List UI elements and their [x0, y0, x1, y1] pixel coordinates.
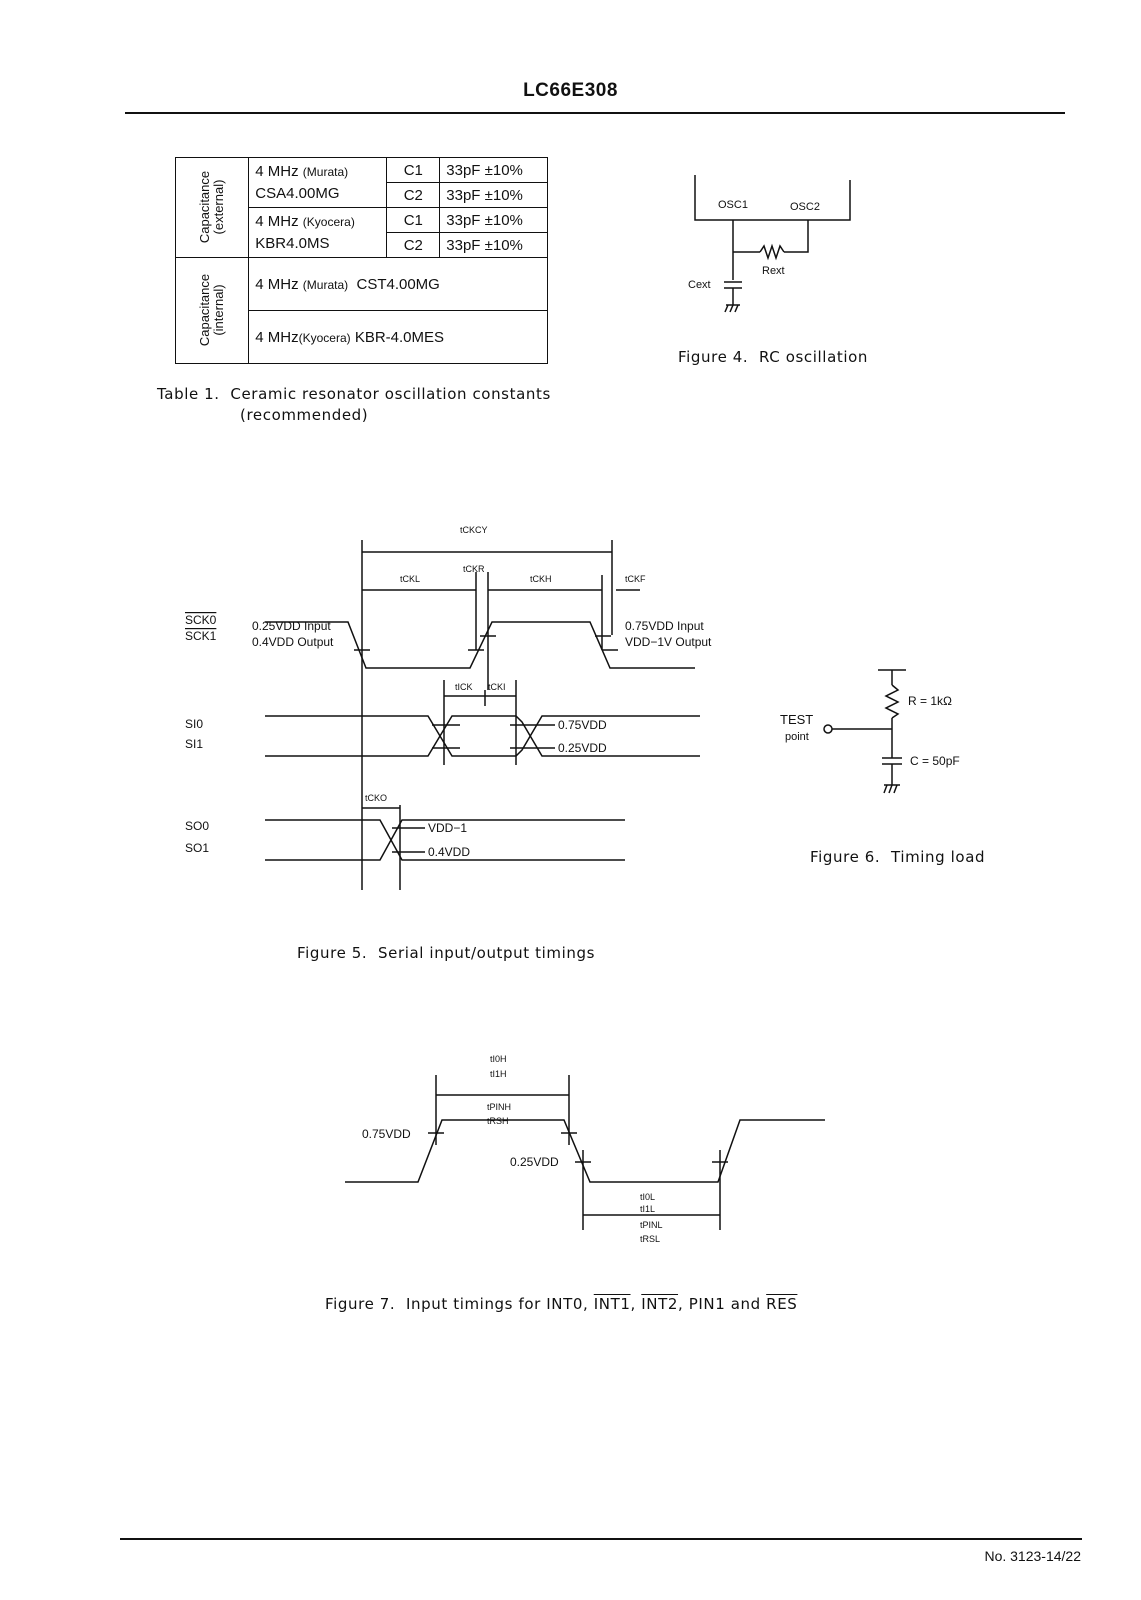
si-waveform-low — [265, 715, 700, 757]
tick-label: tICK — [455, 682, 473, 692]
sck-output-high-level: VDD−1V Output — [625, 635, 712, 649]
timing-label: tI1L — [640, 1204, 655, 1214]
sck0-label: SCK0 — [185, 613, 217, 627]
resistor-icon — [884, 684, 900, 719]
cap-name: C1 — [386, 207, 441, 233]
cap-value: 33pF ±10% — [439, 157, 549, 183]
cap-name: C1 — [386, 157, 441, 183]
cap-name: C2 — [386, 232, 441, 258]
resistor-value: R = 1kΩ — [908, 694, 952, 708]
timing-label: tPINL — [640, 1220, 663, 1230]
header-rule — [125, 112, 1065, 114]
resonator-cell: 4 MHz(Kyocera) KBR-4.0MES — [248, 310, 549, 364]
tckr-label: tCKR — [463, 564, 485, 574]
timing-label: tI0H — [490, 1054, 507, 1064]
chip-outline — [694, 175, 851, 221]
page-number: No. 3123-14/22 — [984, 1548, 1081, 1564]
tcko-label: tCKO — [365, 793, 387, 803]
timing-label: tRSL — [640, 1234, 660, 1244]
cap-value: 33pF ±10% — [439, 182, 549, 208]
timing-label: tI1H — [490, 1069, 507, 1079]
input-timing-diagram: tI0H tI1H tPINH tRSH 0.75VDD 0.25VDD tI0… — [345, 1054, 825, 1244]
so-high-level: VDD−1 — [428, 821, 467, 835]
timing-label: tRSH — [487, 1116, 509, 1126]
figure7-caption: Figure 7. Input timings for INT0, INT1, … — [325, 1295, 798, 1313]
low-level-label: 0.25VDD — [510, 1155, 559, 1169]
group-label-external: Capacitance(external) — [174, 157, 250, 258]
cap-value: 33pF ±10% — [439, 232, 549, 258]
resonator-cell: 4 MHz (Murata) CST4.00MG — [248, 257, 549, 311]
rext-label: Rext — [762, 265, 785, 277]
si-high-level: 0.75VDD — [558, 718, 607, 732]
table-row: 4 MHz(Kyocera) KBR-4.0MES — [176, 310, 549, 364]
footer-rule — [120, 1538, 1082, 1540]
cap-name: C2 — [386, 182, 441, 208]
cap-value: 33pF ±10% — [439, 207, 549, 233]
rext-resistor-icon — [759, 243, 785, 261]
sck-waveform — [265, 621, 695, 669]
figure6-caption: Figure 6. Timing load — [810, 848, 986, 866]
si0-label: SI0 — [185, 717, 203, 731]
so1-label: SO1 — [185, 841, 209, 855]
rc-oscillation-diagram: OSC1 OSC2 Cext Rext — [688, 175, 851, 313]
cext-label: Cext — [688, 279, 711, 291]
document-title: LC66E308 — [523, 80, 618, 101]
table1-caption-sub: (recommended) — [240, 406, 369, 424]
point-label: point — [785, 731, 809, 743]
group-label-internal: Capacitance(internal) — [174, 257, 250, 364]
figure4-caption: Figure 4. RC oscillation — [678, 348, 868, 366]
table-row: Capacitance(internal) 4 MHz (Murata) CST… — [174, 257, 549, 364]
test-label: TEST — [780, 712, 813, 727]
sck1-label: SCK1 — [185, 629, 217, 643]
si-low-level: 0.25VDD — [558, 741, 607, 755]
resonator-cell: 4 MHz (Kyocera) KBR4.0MS — [248, 207, 388, 258]
tckf-label: tCKF — [625, 574, 646, 584]
so-low-level: 0.4VDD — [428, 845, 470, 859]
sck-input-low-level: 0.25VDD Input — [252, 619, 331, 633]
timing-load-diagram: TEST point R = 1kΩ C = 50pF — [780, 669, 960, 794]
input-waveform — [345, 1119, 825, 1183]
tckh-label: tCKH — [530, 574, 552, 584]
timing-label: tPINH — [487, 1102, 511, 1112]
tcki-label: tCKI — [488, 682, 506, 692]
resonator-table: Capacitance(external) 4 MHz (Murata) CSA… — [174, 157, 549, 364]
capacitor-value: C = 50pF — [910, 754, 960, 768]
tckcy-label: tCKCY — [460, 525, 488, 535]
high-level-label: 0.75VDD — [362, 1127, 411, 1141]
resonator-cell: 4 MHz (Murata) CSA4.00MG — [248, 157, 388, 208]
sck-input-high-level: 0.75VDD Input — [625, 619, 704, 633]
table-row: C2 33pF ±10% — [176, 232, 549, 258]
table-row: Capacitance(external) 4 MHz (Murata) CSA… — [174, 157, 549, 258]
sck-output-low-level: 0.4VDD Output — [252, 635, 334, 649]
osc2-label: OSC2 — [790, 201, 820, 213]
osc1-label: OSC1 — [718, 199, 748, 211]
serial-timing-diagram: tCKCY tCKL tCKR tCKH tCKF tICK tCKI tCKO… — [185, 525, 712, 890]
so0-label: SO0 — [185, 819, 209, 833]
table1-caption: Table 1. Ceramic resonator oscillation c… — [157, 385, 551, 403]
timing-label: tI0L — [640, 1192, 655, 1202]
tckl-label: tCKL — [400, 574, 420, 584]
si-waveform-high — [265, 715, 700, 757]
test-point-icon — [823, 724, 833, 734]
so-waveform-low — [265, 819, 625, 861]
figure5-caption: Figure 5. Serial input/output timings — [297, 944, 595, 962]
table-row: C2 33pF ±10% — [176, 182, 549, 208]
si1-label: SI1 — [185, 737, 203, 751]
